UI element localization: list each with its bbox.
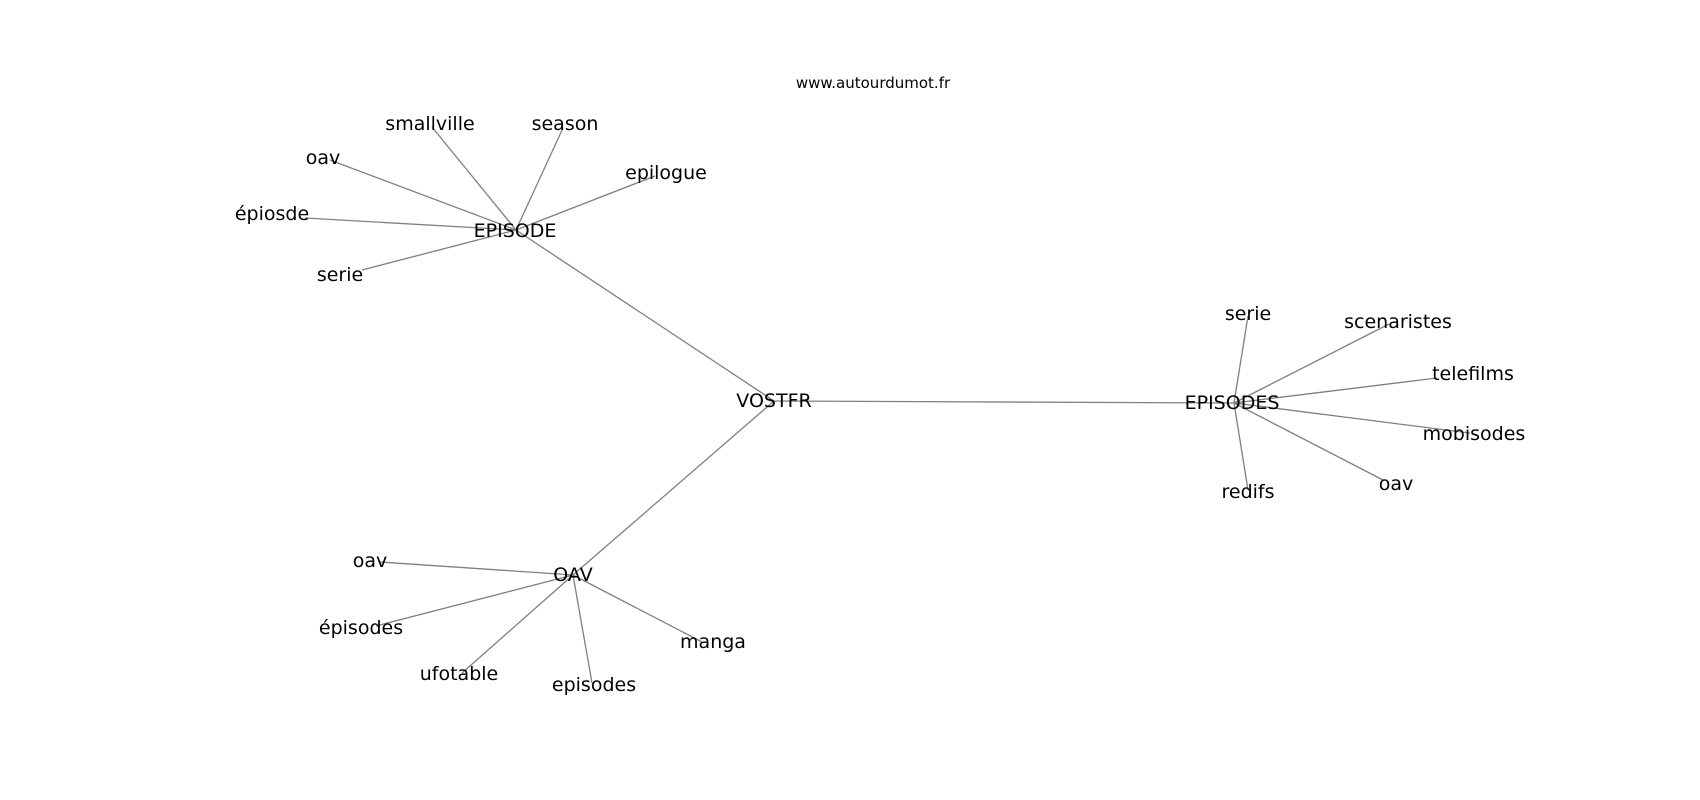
node-label: smallville [385,113,474,135]
edge-episode-serie [361,229,517,271]
node-label: mobisodes [1423,423,1526,445]
site-title: www.autourdumot.fr [796,74,951,92]
node-label: oav [353,550,388,572]
edge-oav-épisodes [375,574,574,627]
edge-episodes-redifs [1233,402,1249,491]
node-label: épisodes [319,617,403,639]
edge-vostfr-oav [572,400,775,576]
node-label: EPISODES [1185,392,1280,414]
node-label: season [532,113,599,135]
node-label: redifs [1221,481,1274,503]
node-label: serie [1225,303,1271,325]
edge-episodes-mobisodes [1233,402,1471,434]
node-label: ufotable [420,663,498,685]
edge-episode-epilogue [515,175,656,231]
node-label: oav [1379,473,1414,495]
node-label: oav [306,147,341,169]
edge-episodes-telefilms [1233,377,1438,404]
node-label: scenaristes [1344,311,1452,333]
edge-episodes-serie [1233,315,1249,404]
edge-oav-ufotable [461,574,574,674]
node-label: serie [317,264,363,286]
labels: VOSTFR EPISODE smallville season oav epilogue… [235,113,1525,696]
node-label: VOSTFR [736,390,811,412]
edge-episodes-scenaristes [1233,323,1390,404]
node-label: épiosde [235,203,309,225]
node-label: manga [680,631,746,653]
edge-episode-épiosde [304,217,517,231]
node-label: telefilms [1432,363,1514,385]
node-label: episodes [552,674,636,696]
edge-episodes-oav [1233,402,1384,481]
edge-episode-season [515,127,564,231]
edge-vostfr-episode [515,229,775,402]
edges [304,126,1471,684]
edge-oav-manga [572,574,703,643]
edge-oav-episodes [572,574,593,684]
edge-oav-oav [379,561,574,576]
edge-episode-oav [329,159,517,231]
node-label: EPISODE [474,220,557,242]
edge-episode-smallville [431,126,517,231]
edge-vostfr-episodes [773,400,1235,404]
node-label: OAV [553,564,592,586]
node-label: epilogue [625,162,707,184]
